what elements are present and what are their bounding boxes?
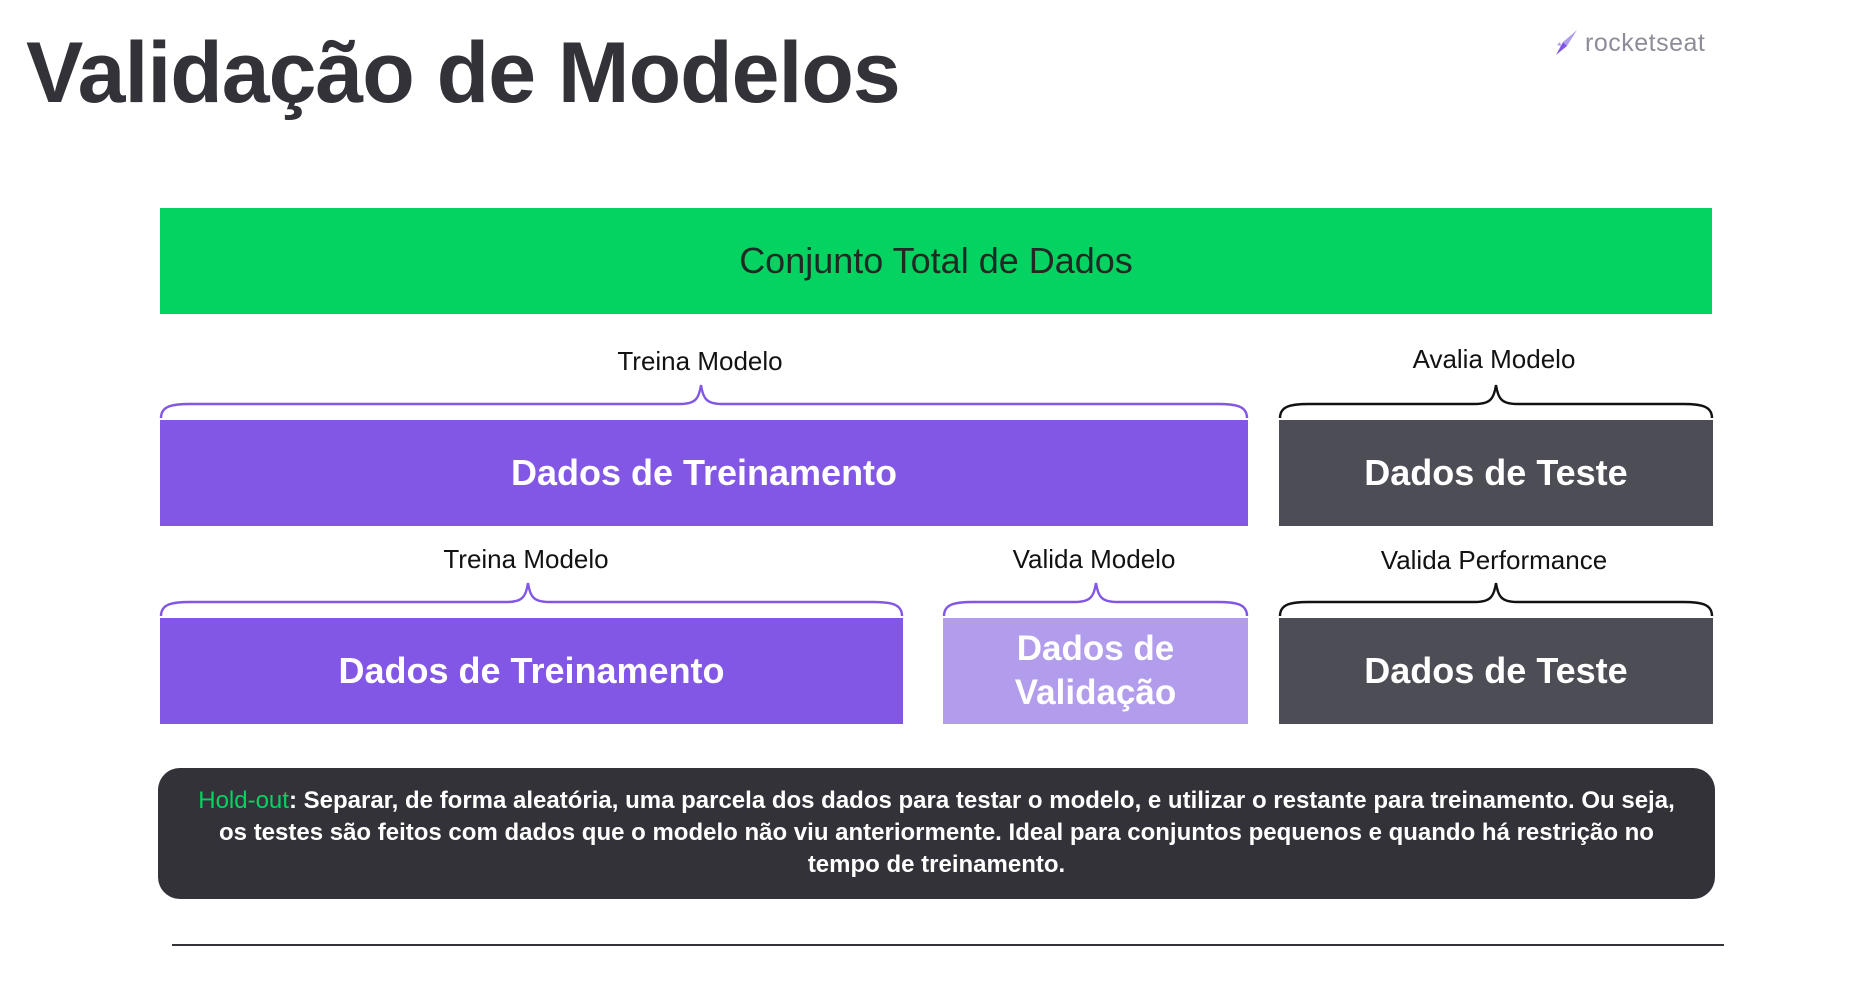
holdout-description: : Separar, de forma aleatória, uma parce…	[219, 787, 1675, 878]
row1-test-brace	[1278, 384, 1714, 419]
row1-train-label: Treina Modelo	[617, 346, 783, 376]
row1-test-box: Dados de Teste	[1279, 420, 1713, 526]
row1-test-label: Avalia Modelo	[1412, 344, 1576, 374]
slide-title: Validação de Modelos	[26, 25, 901, 121]
row1-training-box: Dados de Treinamento	[160, 420, 1248, 526]
total-dataset-box: Conjunto Total de Dados	[160, 208, 1712, 314]
row2-test-brace	[1278, 582, 1714, 617]
logo-text: rocketseat	[1585, 28, 1706, 57]
holdout-note: Hold-out: Separar, de forma aleatória, u…	[158, 768, 1715, 899]
row2-training-box: Dados de Treinamento	[160, 618, 903, 724]
row1-train-brace	[159, 384, 1249, 419]
holdout-term: Hold-out	[198, 787, 289, 814]
row2-valid-label: Valida Modelo	[1012, 544, 1176, 574]
validation-line-1: Dados de	[1016, 629, 1175, 668]
rocketseat-logo: rocketseat	[1553, 28, 1705, 58]
bottom-divider	[172, 944, 1724, 946]
row2-valid-brace	[942, 582, 1249, 617]
row2-test-box: Dados de Teste	[1279, 618, 1713, 724]
row2-train-label: Treina Modelo	[443, 544, 609, 574]
validation-line-2: Validação	[1014, 673, 1177, 712]
row2-validation-box: Dados de Validação	[943, 618, 1248, 724]
row2-train-brace	[159, 582, 904, 617]
rocket-icon	[1556, 30, 1577, 55]
row2-test-label: Valida Performance	[1380, 545, 1608, 575]
